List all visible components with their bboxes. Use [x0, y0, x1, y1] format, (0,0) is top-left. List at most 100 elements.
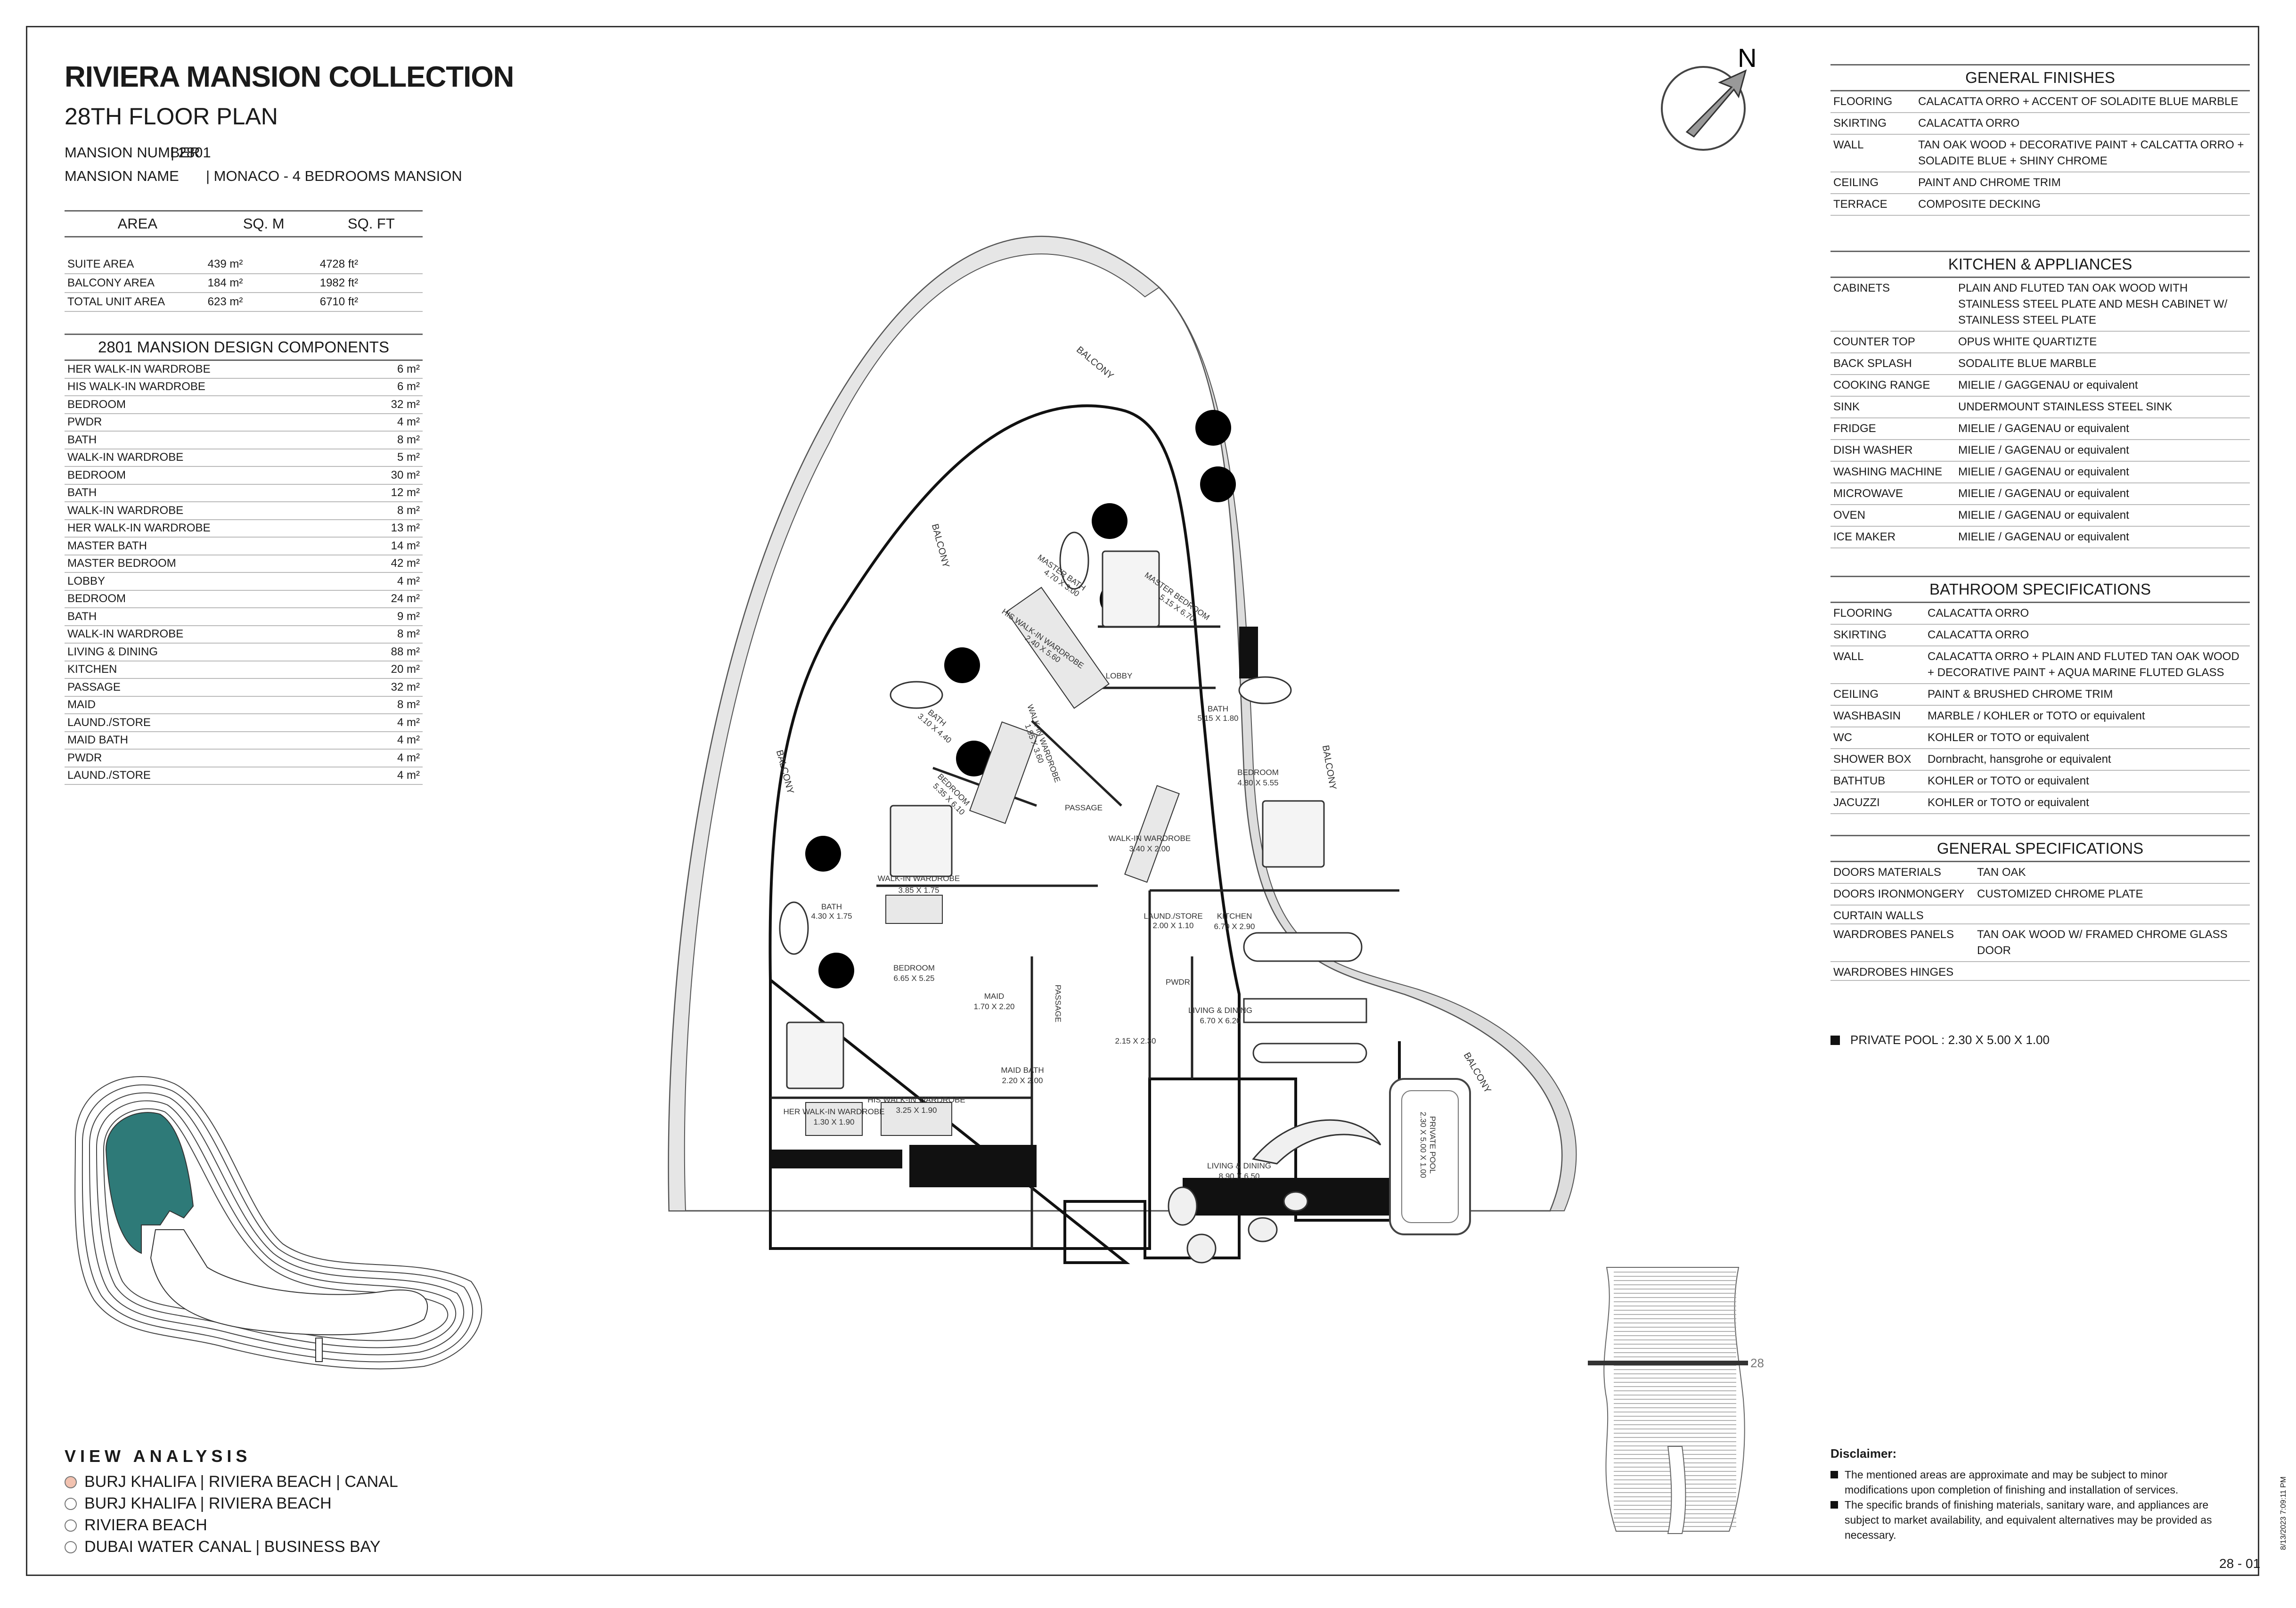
spec-row: WARDROBES HINGES — [1830, 962, 2250, 981]
spec-key: SKIRTING — [1833, 117, 1887, 130]
component-row: HIS WALK-IN WARDROBE 6 m² — [65, 379, 423, 396]
pwdr-label: PWDR — [1166, 978, 1190, 987]
component-name: LIVING & DINING — [67, 645, 158, 658]
spec-key: FLOORING — [1833, 607, 1893, 620]
spec-row: FRIDGE MIELIE / GAGENAU or equivalent — [1830, 418, 2250, 440]
view-option: BURJ KHALIFA | RIVIERA BEACH — [65, 1494, 332, 1513]
spec-value: MIELIE / GAGENAU or equivalent — [1958, 531, 2129, 543]
view-option: RIVIERA BEACH — [65, 1516, 207, 1535]
north-arrow-icon: N — [1661, 43, 1757, 151]
component-name: KITCHEN — [67, 663, 117, 676]
disclaimer-item: The specific brands of finishing materia… — [1830, 1497, 2222, 1543]
spec-key: SINK — [1833, 400, 1860, 413]
component-area: 6 m² — [397, 380, 420, 393]
view-label: DUBAI WATER CANAL | BUSINESS BAY — [84, 1538, 381, 1556]
bedroom-dim: 6.65 X 5.25 — [894, 974, 935, 983]
spec-key: MICROWAVE — [1833, 487, 1903, 500]
area-row: TOTAL UNIT AREA 623 m² 6710 ft² — [65, 293, 423, 312]
spec-value: CALACATTA ORRO — [1928, 607, 2029, 620]
sqft-header: SQ. FT — [347, 215, 395, 232]
component-area: 8 m² — [397, 628, 420, 641]
spec-value: PAINT AND CHROME TRIM — [1918, 176, 2061, 189]
spec-value: OPUS WHITE QUARTIZTE — [1958, 335, 2097, 348]
component-name: HER WALK-IN WARDROBE — [67, 362, 211, 375]
component-name: WALK-IN WARDROBE — [67, 451, 184, 464]
kitchen-label: KITCHEN — [1217, 912, 1252, 921]
balcony-rail — [668, 236, 1160, 1211]
floor-marker: 28 — [1750, 1356, 1764, 1370]
passage-label: PASSAGE — [1065, 803, 1103, 812]
maid-label: MAID — [984, 992, 1005, 1001]
components-title: 2801 MANSION DESIGN COMPONENTS — [65, 334, 423, 361]
component-area: 4 m² — [397, 716, 420, 729]
spec-key: COUNTER TOP — [1833, 335, 1915, 348]
mansion-number: MANSION NUMBER| 2801 — [65, 144, 215, 161]
component-name: BEDROOM — [67, 398, 126, 411]
component-area: 4 m² — [397, 769, 420, 782]
spec-value: PAINT & BRUSHED CHROME TRIM — [1928, 688, 2113, 701]
component-area: 4 m² — [397, 416, 420, 429]
spec-value: Dornbracht, hansgrohe or equivalent — [1928, 753, 2111, 766]
bathroom-title: BATHROOM SPECIFICATIONS — [1830, 576, 2250, 603]
component-area: 5 m² — [397, 451, 420, 464]
spec-value: UNDERMOUNT STAINLESS STEEL SINK — [1958, 400, 2173, 413]
view-option: BURJ KHALIFA | RIVIERA BEACH | CANAL — [65, 1473, 398, 1491]
bullet-square-icon — [1830, 1501, 1838, 1509]
component-name: LOBBY — [67, 574, 106, 588]
spec-key: WARDROBES PANELS — [1833, 928, 1954, 941]
private-pool — [1389, 1078, 1471, 1235]
spec-key: WALL — [1833, 650, 1864, 663]
component-name: PASSAGE — [67, 680, 121, 694]
component-name: BEDROOM — [67, 592, 126, 605]
area-sqm: 439 m² — [207, 258, 243, 270]
component-name: BATH — [67, 433, 97, 446]
spec-value: MIELIE / GAGENAU or equivalent — [1958, 422, 2129, 435]
component-area: 20 m² — [391, 663, 420, 676]
spec-value: TAN OAK — [1977, 866, 2026, 879]
kitchen-dim: 6.70 X 2.90 — [1214, 922, 1255, 931]
spec-value: MIELIE / GAGENAU or equivalent — [1958, 444, 2129, 457]
passage-label: PASSAGE — [1054, 985, 1062, 1022]
spec-key: WARDROBES HINGES — [1833, 966, 1954, 979]
view-marker-icon — [65, 1519, 77, 1532]
spec-key: FRIDGE — [1833, 422, 1876, 435]
his-walk-in-dim: 3.25 X 1.90 — [896, 1106, 937, 1115]
spec-key: WALL — [1833, 139, 1864, 151]
living-dining-label: LIVING & DINING — [1188, 1006, 1252, 1015]
spec-key: DISH WASHER — [1833, 444, 1913, 457]
spec-value: KOHLER or TOTO or equivalent — [1928, 731, 2089, 744]
component-name: HIS WALK-IN WARDROBE — [67, 380, 205, 393]
area-name: TOTAL UNIT AREA — [67, 295, 165, 308]
component-area: 12 m² — [391, 486, 420, 499]
spec-value: MIELIE / GAGENAU or equivalent — [1958, 465, 2129, 478]
sheet-border — [26, 26, 2259, 1576]
maid-dim: 1.70 X 2.20 — [974, 1002, 1015, 1011]
spec-value: KOHLER or TOTO or equivalent — [1928, 796, 2089, 809]
view-marker-icon — [65, 1476, 77, 1488]
spec-key: CABINETS — [1833, 282, 1890, 294]
area-sqm: 623 m² — [207, 295, 243, 308]
spec-key: SKIRTING — [1833, 629, 1887, 641]
spec-key: OVEN — [1833, 509, 1866, 522]
project-title: RIVIERA MANSION COLLECTION — [65, 61, 514, 93]
